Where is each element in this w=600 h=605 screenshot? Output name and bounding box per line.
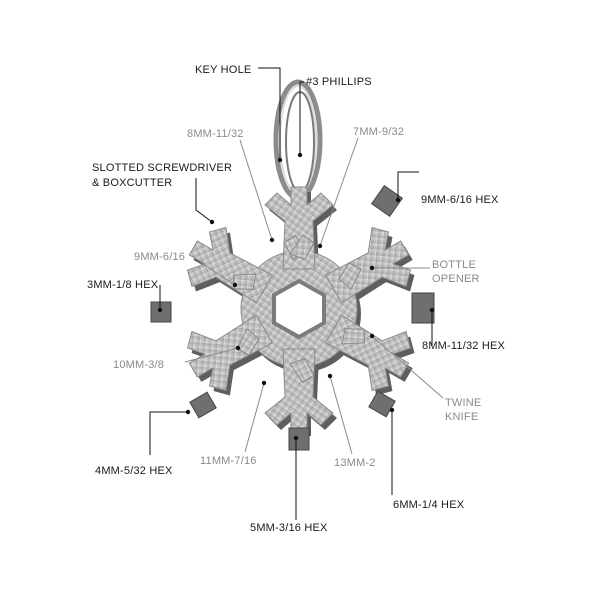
leader-dot <box>317 243 323 249</box>
label-key-hole: KEY HOLE <box>195 64 252 76</box>
hex-bit-bottom <box>288 427 310 451</box>
leader-line <box>149 411 188 455</box>
leader-dot <box>185 409 191 415</box>
leader-dot <box>293 435 299 441</box>
leader-dot <box>369 265 375 271</box>
leader-line <box>329 375 353 455</box>
leader-line <box>239 139 273 241</box>
leader-dot <box>389 407 395 413</box>
label-wrench-7mm: 7MM-9/32 <box>353 126 405 138</box>
leader-dot <box>209 219 215 225</box>
hex-bit-right <box>411 292 435 324</box>
leader-line <box>244 382 265 453</box>
leader-dot <box>369 333 375 339</box>
hex-bit-bottom-left <box>189 391 217 419</box>
label-slotted-line1: SLOTTED SCREWDRIVER <box>92 162 233 174</box>
leader-dot <box>235 345 241 351</box>
label-bottle-line2: OPENER <box>432 273 480 285</box>
leader-line <box>371 335 444 399</box>
label-hex-8mm: 8MM-11/32 HEX <box>422 340 506 352</box>
hex-bit-bottom-right <box>368 390 396 418</box>
center-hex-hole <box>272 278 326 340</box>
leader-dot <box>269 237 275 243</box>
label-wrench-13mm: 13MM-2 <box>334 457 376 469</box>
leader-line <box>199 261 236 286</box>
label-wrench-8mm: 8MM-11/32 <box>187 128 244 140</box>
leader-dot <box>157 307 163 313</box>
leader-line <box>184 347 239 363</box>
leader-dot <box>277 157 283 163</box>
label-wrench-11mm: 11MM-7/16 <box>200 455 257 467</box>
label-hex-3mm: 3MM-1/8 HEX <box>87 279 159 291</box>
label-hex-9mm: 9MM-6/16 HEX <box>421 194 499 206</box>
label-slotted-line2: & BOXCUTTER <box>92 177 173 189</box>
label-wrench-9mm: 9MM-6/16 <box>134 251 186 263</box>
label-twine-line1: TWINE <box>445 397 482 409</box>
leader-line <box>319 137 359 247</box>
leader-line <box>258 67 281 160</box>
leader-dot <box>297 152 303 158</box>
leader-line <box>195 178 213 223</box>
label-hex-5mm: 5MM-3/16 HEX <box>250 522 328 534</box>
leader-dot <box>395 197 401 203</box>
label-phillips: #3 PHILLIPS <box>306 76 372 88</box>
leader-line <box>397 171 419 200</box>
label-bottle-line1: BOTTLE <box>432 259 476 271</box>
hex-bit-top-right <box>370 184 404 218</box>
leader-dot <box>327 373 333 379</box>
hex-bits <box>150 184 435 451</box>
key-ring-icon <box>273 79 323 201</box>
label-wrench-10mm: 10MM-3/8 <box>113 359 165 371</box>
hex-bit-left <box>150 301 172 323</box>
leader-dot <box>429 307 435 313</box>
leader-dot <box>261 380 267 386</box>
label-hex-6mm: 6MM-1/4 HEX <box>393 499 465 511</box>
label-hex-4mm: 4MM-5/32 HEX <box>95 465 173 477</box>
leader-dot <box>232 282 238 288</box>
snowflake-multitool-icon <box>186 186 415 436</box>
leader-line <box>299 81 304 155</box>
label-twine-line2: KNIFE <box>445 411 479 423</box>
